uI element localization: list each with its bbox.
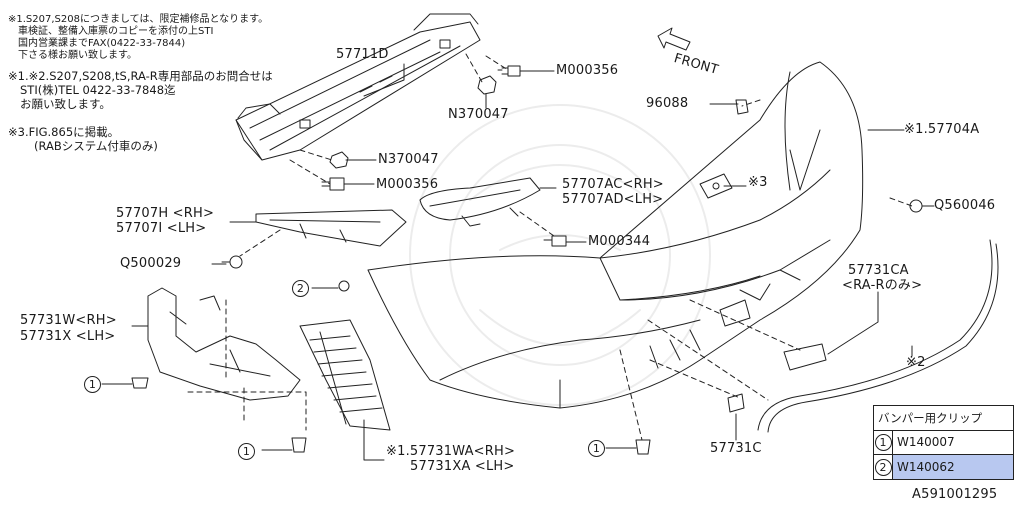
part-57711d[interactable]: 57711D (336, 47, 389, 62)
clip-number-1: 1 (874, 433, 892, 451)
side-bracket-57707ac-drawing (419, 177, 541, 227)
clip2-drawing (338, 280, 350, 292)
bumper-cover-drawing (367, 61, 864, 409)
clip-table-num-cell: 2 (873, 454, 893, 480)
clip-code-w140062[interactable]: W140062 (892, 454, 1014, 480)
part-n370047-mid[interactable]: N370047 (378, 152, 439, 167)
part-96088[interactable]: 96088 (646, 96, 689, 111)
clip1-c-drawing (635, 439, 651, 455)
cap-57731c-drawing (727, 393, 745, 413)
clip-table: バンパー用クリップ 1 W140007 2 W140062 (873, 405, 1014, 480)
part-57731xa[interactable]: 57731XA <LH> (410, 459, 515, 474)
pad-mark3-drawing (699, 173, 733, 199)
note2-line2: STI(株)TEL 0422-33-7848迄 (20, 83, 176, 97)
part-57731x[interactable]: 57731X <LH> (20, 329, 116, 344)
part-57707ac[interactable]: 57707AC<RH> (562, 177, 664, 192)
lip-strip-mark2-drawing (757, 239, 999, 433)
part-57731w[interactable]: 57731W<RH> (20, 313, 117, 328)
part-57707ad[interactable]: 57707AD<LH> (562, 192, 664, 207)
nut-n370047-top-drawing (477, 75, 497, 95)
part-57731wa[interactable]: ※1.57731WA<RH> (386, 444, 516, 459)
clip1-marker-b[interactable]: 1 (238, 443, 255, 460)
screw-q500029-drawing (221, 255, 243, 269)
part-m000344[interactable]: M000344 (588, 234, 651, 249)
bolt-m000356-top-drawing (497, 65, 521, 77)
clip-table-row[interactable]: 2 W140062 (873, 454, 1014, 480)
clip-table-num-cell: 1 (873, 429, 893, 456)
part-q560046[interactable]: Q560046 (934, 198, 996, 213)
part-q500029[interactable]: Q500029 (120, 256, 182, 271)
clip-number-2: 2 (874, 458, 892, 476)
clip-table-row[interactable]: 1 W140007 (873, 429, 1014, 456)
clip2-circle: 2 (292, 280, 309, 297)
part-57707h[interactable]: 57707H <RH> (116, 206, 215, 221)
reflector-57731ca-drawing (783, 343, 827, 371)
figure-code: A591001295 (912, 487, 998, 502)
mark3-label: ※3 (748, 175, 768, 190)
front-arrow-icon (657, 27, 691, 51)
note1-line3: 国内営業課までFAX(0422-33-7844) (18, 38, 186, 49)
clip-96088-drawing (735, 99, 749, 115)
part-m000356-mid[interactable]: M000356 (376, 177, 439, 192)
clip1-marker-a[interactable]: 1 (84, 376, 101, 393)
watermark-emblem (409, 104, 711, 406)
part-57731c[interactable]: 57731C (710, 441, 762, 456)
note3-line1: ※3.FIG.865に掲載。 (8, 125, 120, 139)
note1-line1: ※1.S207,S208につきましては、限定補修品となります。 (8, 14, 269, 25)
note1-line2: 車検証、整備入庫票のコピーを添付の上STI (18, 26, 214, 37)
note2-line1: ※1.※2.S207,S208,tS,RA-R専用部品のお問合せは (8, 69, 273, 83)
bolt-m000356-mid-drawing (321, 177, 345, 191)
bracket-57707h-drawing (255, 209, 407, 247)
clip-table-header: バンパー用クリップ (873, 405, 1014, 431)
part-57731ca[interactable]: 57731CA (848, 263, 909, 278)
clip1-marker-c[interactable]: 1 (588, 440, 605, 457)
nut-n370047-mid-drawing (329, 151, 349, 169)
part-57704a[interactable]: ※1.57704A (904, 122, 980, 137)
mark2-label: ※2 (906, 355, 926, 370)
clip1-circle-c: 1 (588, 440, 605, 457)
note1-line4: 下さる様お願い致します。 (18, 50, 137, 61)
clip1-a-drawing (131, 377, 149, 389)
part-m000356-top[interactable]: M000356 (556, 63, 619, 78)
clip-code-w140007[interactable]: W140007 (892, 429, 1014, 456)
clip1-circle-b: 1 (238, 443, 255, 460)
bolt-m000344-drawing (543, 235, 567, 247)
note3-line2: (RABシステム付車のみ) (34, 139, 158, 153)
clip2-marker[interactable]: 2 (292, 280, 309, 297)
part-57731ca-note: <RA-Rのみ> (842, 278, 923, 293)
clip1-b-drawing (291, 437, 307, 453)
part-n370047-top[interactable]: N370047 (448, 107, 509, 122)
clip1-circle-a: 1 (84, 376, 101, 393)
part-57707i[interactable]: 57707I <LH> (116, 221, 207, 236)
mudguard-57731w-drawing (147, 287, 301, 401)
grille-57731wa-drawing (299, 319, 391, 431)
bumper-beam-drawing (235, 13, 481, 161)
note2-line3: お願い致します。 (20, 97, 111, 111)
